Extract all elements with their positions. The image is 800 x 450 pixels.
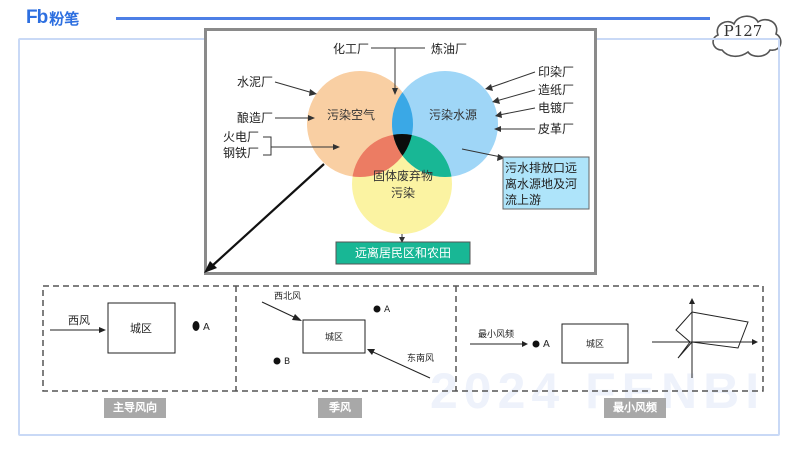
- paper-mill-line: [495, 89, 536, 102]
- point-a-label-2: A: [384, 305, 391, 315]
- city-label-2: 城区: [325, 332, 343, 343]
- printing-plant-arrow: [485, 84, 493, 91]
- water-discharge-text-2: 离水源地及河: [505, 176, 577, 191]
- page-number-cloud-icon: [712, 15, 782, 58]
- cement-plant-arrow: [309, 89, 317, 96]
- plating-plant-line: [498, 107, 536, 116]
- city-label-1: 城区: [130, 322, 152, 335]
- water-discharge-text-1: 污水排放口远: [505, 160, 577, 175]
- venn-diagram: 污染空气 污染水源 固体废弃物 污染 化工厂 炼油厂 水泥厂 酿造厂 火电厂 钢…: [223, 41, 590, 265]
- paper-mill-label: 造纸厂: [538, 83, 574, 97]
- logo-mark: Fb: [26, 7, 48, 28]
- big-pointer-line: [211, 163, 325, 267]
- brand-logo: Fb 粉笔: [26, 7, 80, 28]
- solid-waste-label: 固体废弃物: [373, 168, 433, 183]
- residential-distance-box: [335, 241, 471, 265]
- water-discharge-text-3: 流上游: [505, 193, 541, 207]
- leather-plant-label: 皮革厂: [538, 122, 574, 136]
- leather-plant-arrow: [494, 126, 501, 132]
- plating-plant-arrow: [495, 111, 502, 118]
- northwest-wind-line: [261, 301, 297, 319]
- power-steel-arrow: [333, 144, 340, 150]
- city-label-3: 城区: [586, 339, 604, 350]
- tag-min-frequency: 最小风频: [604, 398, 666, 418]
- cement-plant-label: 水泥厂: [237, 75, 273, 89]
- power-plant-label: 火电厂: [223, 130, 259, 144]
- northwest-wind-arrow: [292, 314, 302, 321]
- page-number: P127: [723, 22, 763, 40]
- top-pointer-arrow: [392, 88, 398, 95]
- point-a-label-1: A: [203, 322, 210, 333]
- west-wind-label: 西风: [68, 314, 90, 327]
- bottom-pointer-arrow: [399, 237, 405, 243]
- point-a-dot-1: [192, 321, 200, 331]
- refinery-label: 炼油厂: [431, 41, 467, 56]
- water-discharge-box: [502, 156, 590, 210]
- west-wind-arrow: [99, 327, 106, 333]
- header-divider: [116, 17, 710, 20]
- wind-rose-icon: [652, 298, 758, 378]
- tag-prevailing-wind: 主导风向: [104, 398, 166, 418]
- residential-distance-text: 远离居民区和农田: [355, 245, 451, 260]
- big-pointer-arrow: [204, 261, 217, 273]
- city-box-2: [302, 319, 366, 354]
- solid-waste-label-2: 污染: [391, 185, 415, 200]
- city-box-3: [561, 323, 629, 364]
- water-box-arrow: [497, 154, 505, 161]
- printing-plant-label: 印染厂: [538, 64, 574, 79]
- point-a-dot-3: [532, 340, 540, 348]
- printing-plant-line: [488, 71, 536, 89]
- min-frequency-arrow: [522, 341, 528, 347]
- chemical-plant-label: 化工厂: [333, 42, 369, 56]
- city-box-1: [107, 302, 176, 354]
- dashed-outline: [42, 285, 764, 392]
- southeast-wind-line: [372, 351, 431, 379]
- southeast-wind-arrow: [367, 349, 375, 355]
- brewery-label: 酿造厂: [237, 110, 273, 125]
- point-a-dot-2: [373, 305, 381, 313]
- cement-plant-line: [274, 81, 314, 94]
- water-box-pointer: [461, 148, 502, 158]
- brewery-arrow: [308, 115, 315, 121]
- paper-mill-arrow: [492, 97, 500, 104]
- southeast-wind-label: 东南风: [407, 352, 434, 364]
- plating-plant-label: 电镀厂: [538, 101, 574, 115]
- point-a-label-3: A: [543, 339, 550, 350]
- northwest-wind-label: 西北风: [274, 291, 301, 302]
- power-steel-bracket: [263, 136, 335, 156]
- air-pollution-label: 污染空气: [327, 107, 375, 122]
- point-b-dot: [273, 357, 281, 365]
- min-frequency-label: 最小风频: [478, 328, 514, 340]
- tag-monsoon: 季风: [318, 398, 362, 418]
- venn-panel: 污染空气 污染水源 固体废弃物 污染 化工厂 炼油厂 水泥厂 酿造厂 火电厂 钢…: [204, 28, 597, 275]
- logo-text: 粉笔: [49, 9, 80, 28]
- point-b-label: B: [284, 357, 290, 367]
- water-pollution-label: 污染水源: [429, 107, 477, 122]
- steel-plant-label: 钢铁厂: [223, 146, 259, 160]
